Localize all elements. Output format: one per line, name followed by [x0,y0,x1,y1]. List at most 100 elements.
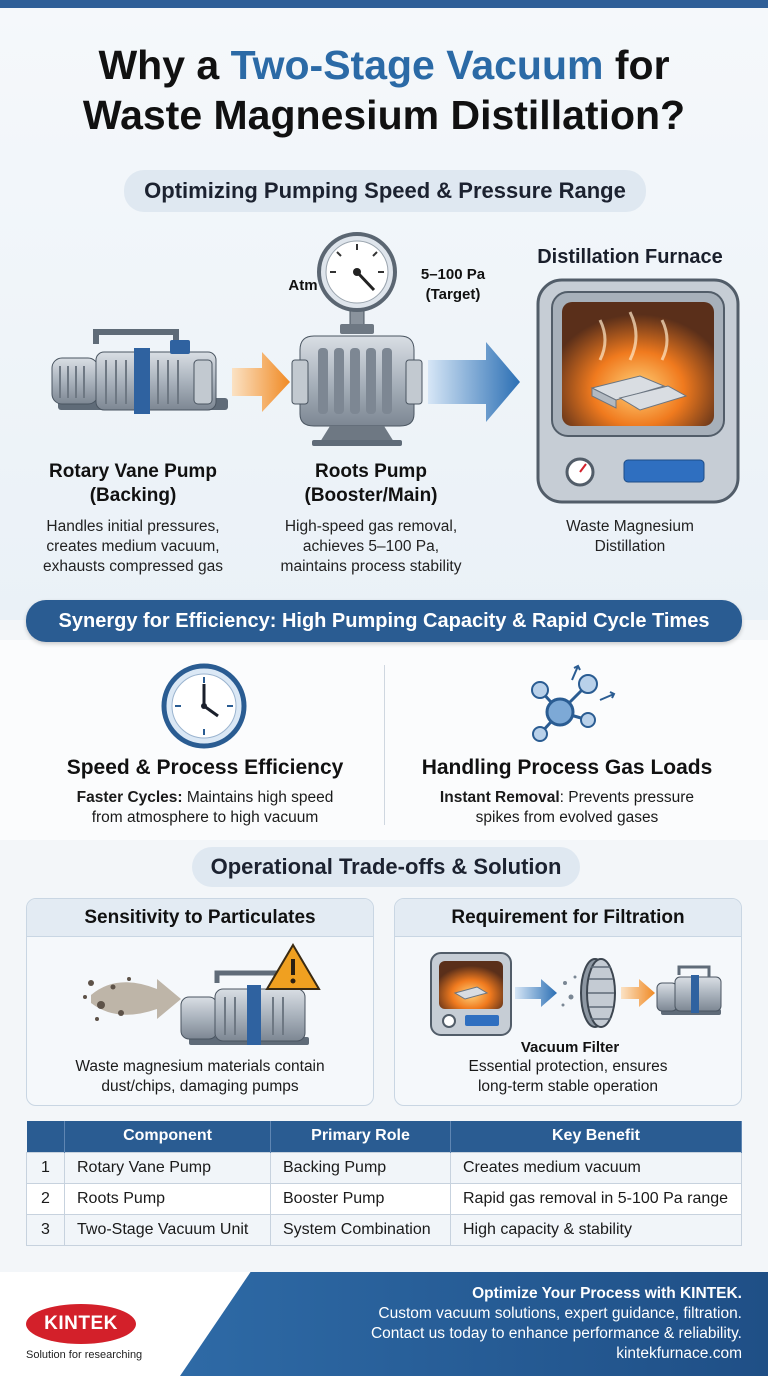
roots-desc-line-3: maintains process stability [280,558,462,575]
molecule-icon [531,664,616,742]
table-cell-role: System Combination [270,1213,451,1246]
table-cell-benefit: Creates medium vacuum [450,1151,742,1184]
feature-speed-title: Speed & Process Efficiency [66,756,344,779]
footer-cta-line-2: Custom vacuum solutions, expert guidance… [378,1305,742,1322]
components-table: Component Primary Role Key Benefit 1 Rot… [26,1121,742,1246]
footer-website-link[interactable]: kintekfurnace.com [616,1345,742,1362]
table-cell-role: Backing Pump [270,1151,451,1184]
roots-pump-name: Roots Pump [315,461,427,482]
vacuum-filter-label: Vacuum Filter [520,1039,620,1056]
roots-desc-line-1: High-speed gas removal, [284,518,458,535]
section-divider [384,665,385,825]
logo-tagline: Solution for researching [26,1349,143,1361]
rotary-pump-label: Rotary Vane Pump (Backing) [28,460,238,508]
particulate-pump-illustration [83,943,321,1045]
title-prefix: Why a [98,42,231,88]
gauge-label-atm: Atm [288,277,318,294]
title-suffix: for [603,42,670,88]
section-heading-optimizing: Optimizing Pumping Speed & Pressure Rang… [124,170,646,212]
page-title: Why a Two-Stage Vacuum for Waste Magnesi… [0,40,768,140]
furnace-caption-line-1: Waste Magnesium [566,518,694,535]
table-cell-component: Roots Pump [64,1182,271,1215]
mini-furnace-icon [430,952,512,1036]
table-cell-index: 1 [26,1151,65,1184]
footer-cta-line-3: Contact us today to enhance performance … [370,1325,742,1342]
rotary-desc-line-3: exhausts compressed gas [42,558,224,575]
roots-pump-icon [291,289,423,446]
clock-icon [161,663,247,749]
table-cell-index: 2 [26,1182,65,1215]
table-header-benefit: Key Benefit [450,1121,742,1152]
table-cell-component: Two-Stage Vacuum Unit [64,1213,271,1246]
roots-desc-line-2: achieves 5–100 Pa, [302,538,440,555]
table-row: 1 Rotary Vane Pump Backing Pump Creates … [26,1151,742,1184]
top-accent-bar [0,0,768,8]
rotary-vane-pump-icon [51,329,228,414]
card-particulates-description: Waste magnesium materials contain dust/c… [27,1057,373,1097]
feature-speed-text: Maintains high speed [182,789,334,806]
pressure-gauge-icon [317,232,397,312]
card-particulates-line-2: dust/chips, damaging pumps [101,1078,299,1095]
footer-cta-panel [180,1272,768,1376]
filtration-illustration [430,952,722,1036]
dust-icon [83,977,181,1021]
table-row: 3 Two-Stage Vacuum Unit System Combinati… [26,1213,742,1246]
table-cell-benefit: Rapid gas removal in 5-100 Pa range [450,1182,742,1215]
rotary-desc-line-1: Handles initial pressures, [46,518,220,535]
warning-icon [265,943,321,990]
feature-gas-title: Handling Process Gas Loads [421,756,713,779]
card-filtration-description: Essential protection, ensures long-term … [395,1057,741,1097]
feature-speed-line-2: from atmosphere to high vacuum [91,809,319,826]
mini-pump-icon [656,965,722,1015]
table-cell-component: Rotary Vane Pump [64,1151,271,1184]
vacuum-filter-icon [580,958,616,1028]
furnace-caption: Waste Magnesium Distillation [530,517,730,557]
card-particulates-title: Sensitivity to Particulates [27,899,373,937]
pump-diagram [51,232,740,504]
gauge-target-note: (Target) [425,286,481,303]
table-header-index [26,1121,65,1152]
card-filtration-title: Requirement for Filtration [395,899,741,937]
table-cell-role: Booster Pump [270,1182,451,1215]
title-accent: Two-Stage Vacuum [230,42,604,88]
table-cell-benefit: High capacity & stability [450,1213,742,1246]
footer-cta-headline: Optimize Your Process with KINTEK. [472,1285,742,1302]
feature-speed-lead: Faster Cycles: [76,789,183,806]
rotary-pump-role: (Backing) [89,485,177,506]
feature-gas-text: : Prevents pressure [559,789,695,806]
card-filtration-line-1: Essential protection, ensures [468,1058,668,1075]
feature-gas-lead: Instant Removal [439,789,560,806]
roots-pump-description: High-speed gas removal, achieves 5–100 P… [256,517,486,577]
section-heading-synergy: Synergy for Efficiency: High Pumping Cap… [26,600,742,642]
roots-pump-role: (Booster/Main) [304,485,438,506]
flow-arrow-orange [232,352,290,412]
rotary-pump-name: Rotary Vane Pump [49,461,217,482]
card-particulates-line-1: Waste magnesium materials contain [75,1058,325,1075]
roots-pump-label: Roots Pump (Booster/Main) [266,460,476,508]
kintek-logo[interactable]: KINTEK [26,1304,136,1344]
card-filtration-line-2: long-term stable operation [477,1078,659,1095]
table-header-component: Component [64,1121,271,1152]
feature-gas-line-2: spikes from evolved gases [475,809,659,826]
rotary-desc-line-2: creates medium vacuum, [46,538,220,555]
title-line-2: Waste Magnesium Distillation? [82,92,686,138]
table-header-row: Component Primary Role Key Benefit [26,1121,742,1152]
table-cell-index: 3 [26,1213,65,1246]
damaged-pump-icon [180,970,309,1045]
footer-cta-text: Optimize Your Process with KINTEK. Custo… [371,1284,742,1364]
table-row: 2 Roots Pump Booster Pump Rapid gas remo… [26,1182,742,1215]
filter-arrow-blue [515,979,557,1007]
furnace-icon [536,278,740,504]
card-filtration: Requirement for Filtration [394,898,742,1106]
table-header-role: Primary Role [270,1121,451,1152]
card-particulates: Sensitivity to Particulates [26,898,374,1106]
feature-gas-description: Instant Removal: Prevents pressure spike… [392,788,742,828]
furnace-title: Distillation Furnace [537,246,723,268]
gauge-label-target: 5–100 Pa (Target) [406,265,500,305]
rotary-pump-description: Handles initial pressures, creates mediu… [18,517,248,577]
flow-arrow-blue [428,342,520,422]
furnace-caption-line-2: Distillation [594,538,666,555]
feature-speed-description: Faster Cycles: Maintains high speed from… [30,788,380,828]
filter-arrow-orange [621,979,655,1007]
gauge-target-value: 5–100 Pa [420,266,486,283]
